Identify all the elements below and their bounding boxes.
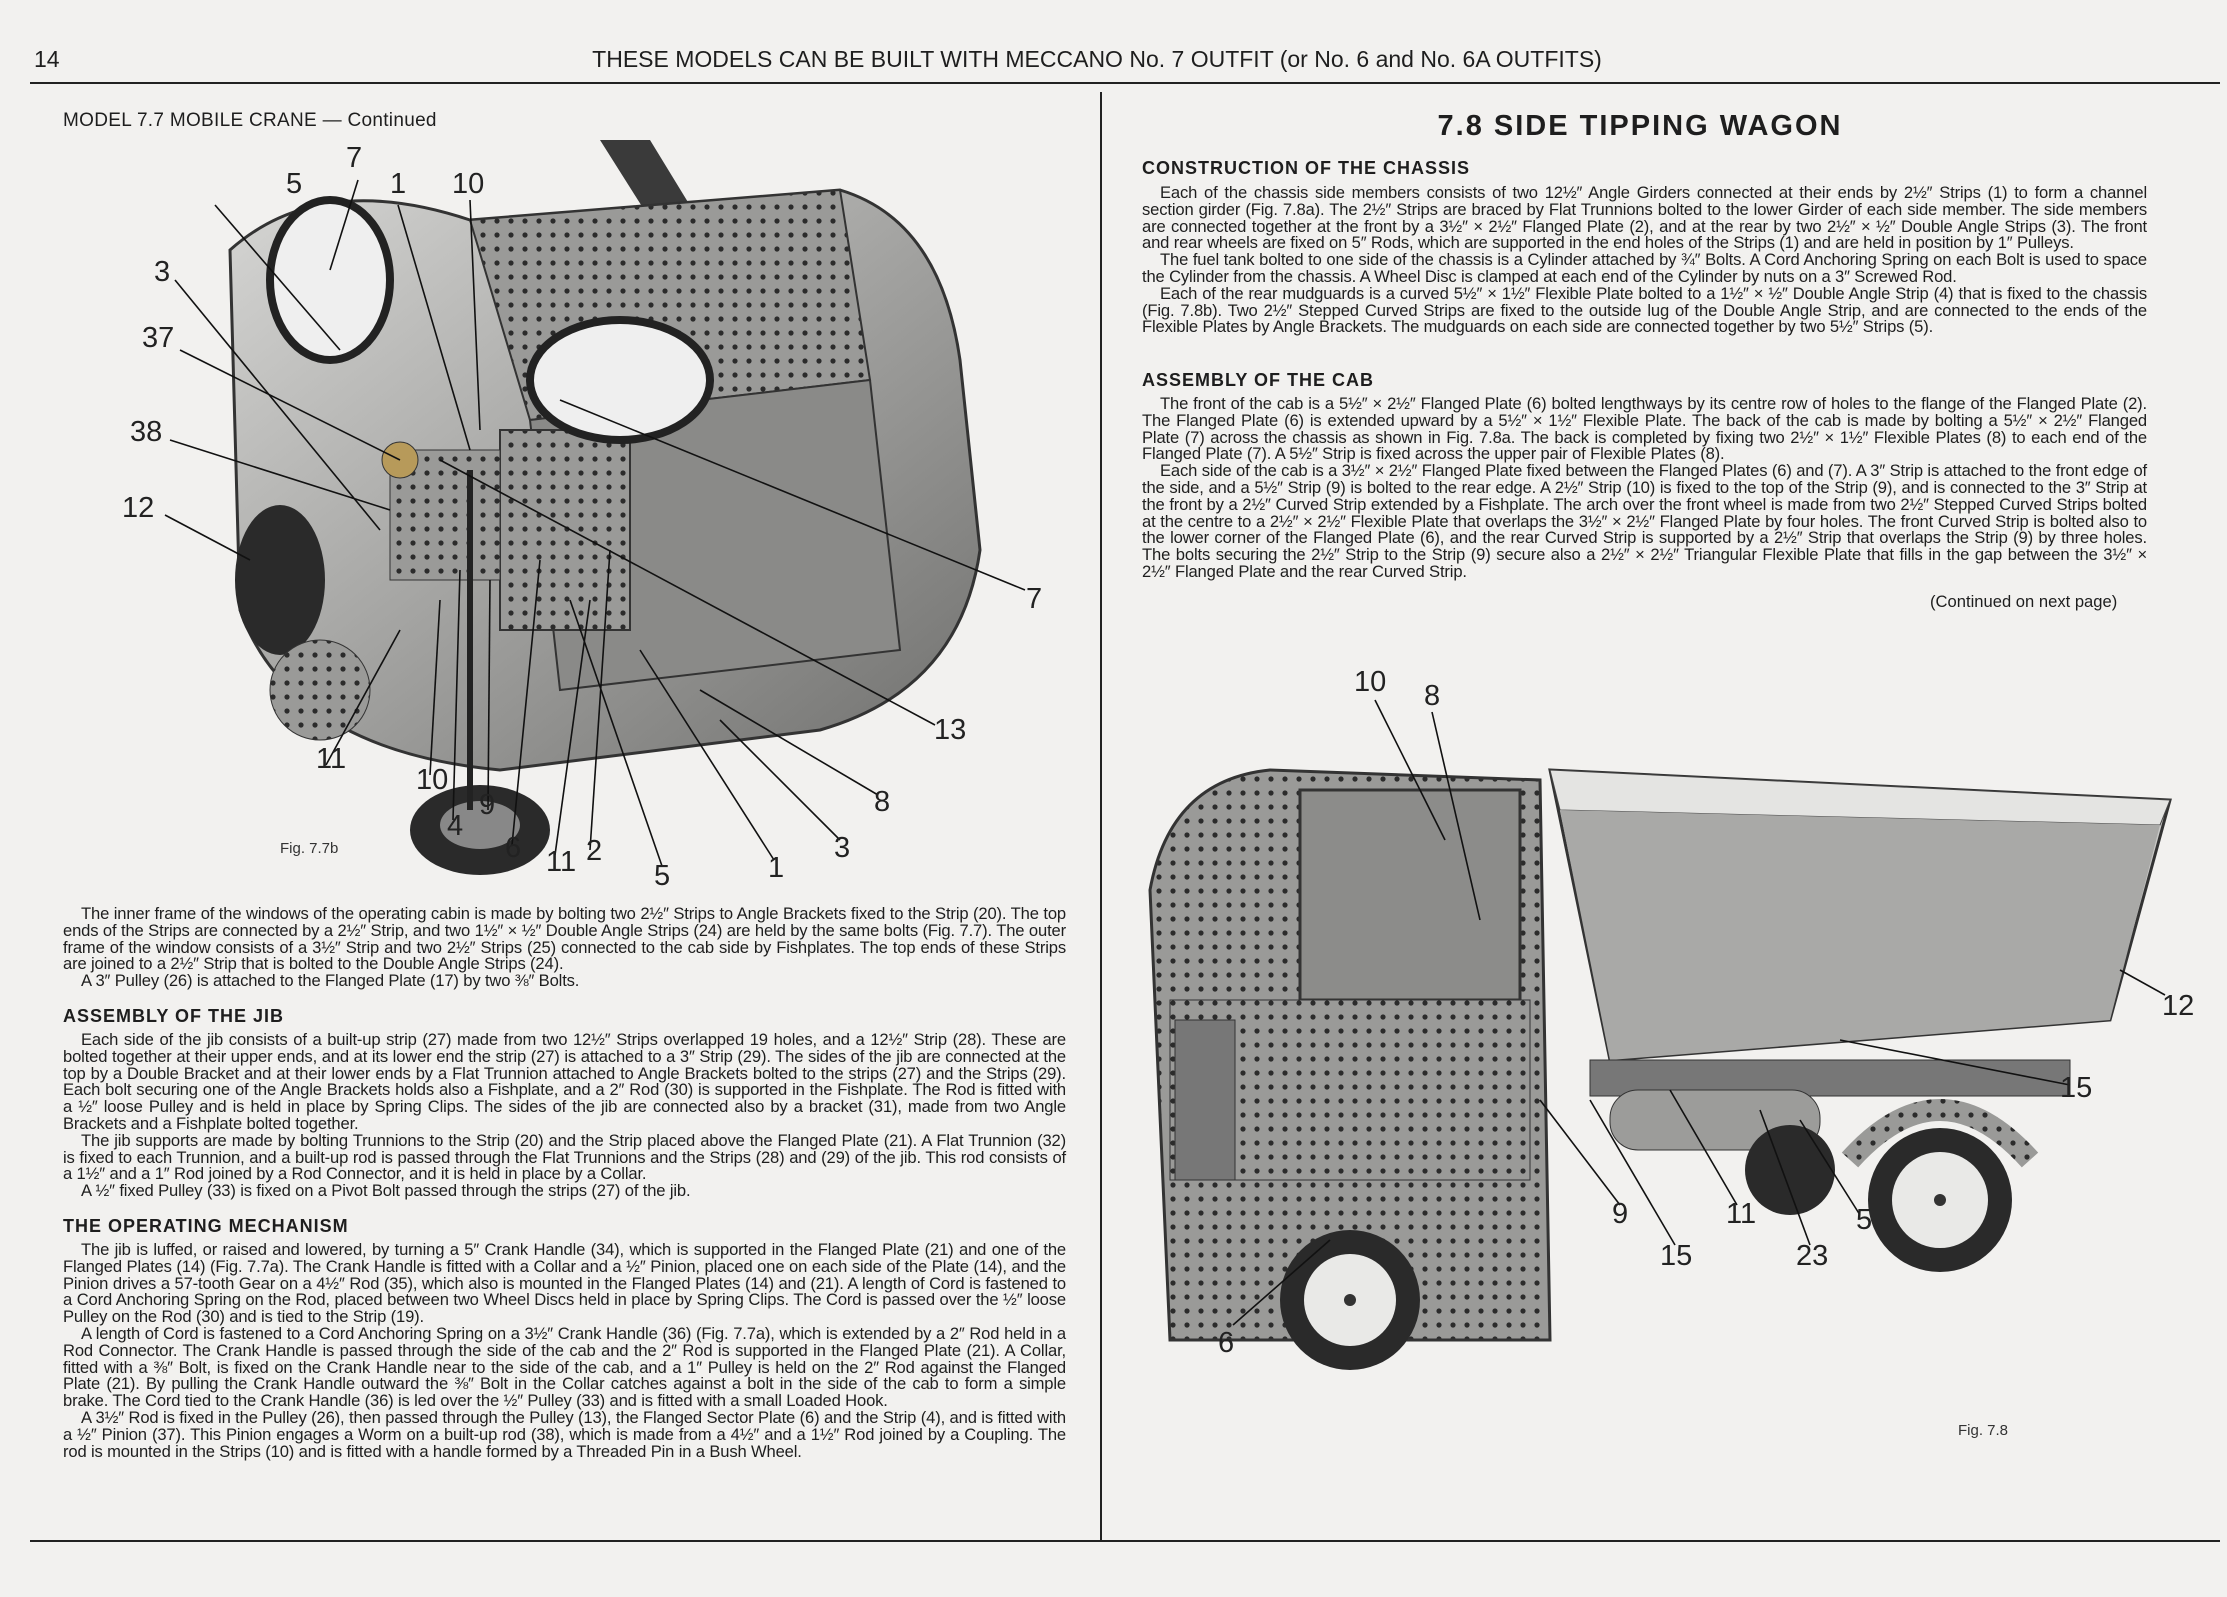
callout-label: 10: [416, 764, 449, 796]
figure-caption: Fig. 7.7b: [280, 840, 339, 857]
callout-label: 3: [834, 832, 851, 864]
callout-label: 15: [2060, 1072, 2093, 1104]
paragraph: The jib is luffed, or raised and lowered…: [63, 1240, 1066, 1327]
header-rule: [30, 82, 2220, 84]
jib-text: Each side of the jib consists of a built…: [63, 1030, 1066, 1201]
paragraph: A 3″ Pulley (26) is attached to the Flan…: [81, 971, 580, 991]
tipping-wagon-illustration: [1148, 699, 2172, 1370]
callout-label: 5: [1856, 1204, 1873, 1236]
callout-label: 23: [1796, 1240, 1829, 1272]
callout-label: 11: [1726, 1198, 1757, 1230]
callout-label: 37: [142, 322, 175, 354]
paragraph: The front of the cab is a 5½″ × 2½″ Flan…: [1142, 394, 2147, 464]
callout-label: 11: [546, 846, 577, 878]
paragraph: Each of the rear mudguards is a curved 5…: [1142, 283, 2147, 337]
paragraph: The fuel tank bolted to one side of the …: [1142, 250, 2147, 286]
figure-caption: Fig. 7.8: [1958, 1422, 2009, 1439]
callout-label: 38: [130, 416, 163, 448]
section-heading-chassis: CONSTRUCTION OF THE CHASSIS: [1142, 158, 1471, 178]
callout-label: 7: [346, 142, 363, 174]
callout-label: 9: [479, 789, 496, 821]
callout-label: 11: [316, 743, 347, 775]
callout-label: 10: [452, 168, 485, 200]
callout-label: 9: [1612, 1198, 1629, 1230]
callout-label: 5: [654, 860, 671, 892]
callout-label: 12: [2162, 990, 2195, 1022]
callout-label: 4: [447, 810, 464, 842]
callout-label: 5: [286, 168, 303, 200]
callout-label: 8: [874, 786, 891, 818]
section-heading-jib: ASSEMBLY OF THE JIB: [63, 1006, 285, 1026]
paragraph: A length of Cord is fastened to a Cord A…: [63, 1323, 1066, 1411]
section-heading-mechanism: THE OPERATING MECHANISM: [63, 1216, 349, 1236]
crane-illustration: [164, 140, 1026, 875]
paragraph: Each of the chassis side members consist…: [1142, 183, 2147, 253]
footer-rule: [30, 1540, 2220, 1542]
callout-label: 1: [390, 168, 407, 200]
model-title: 7.8 SIDE TIPPING WAGON: [1437, 110, 1843, 142]
callout-label: 1: [768, 852, 785, 884]
callout-label: 2: [586, 835, 603, 867]
callout-label: 10: [1354, 666, 1387, 698]
chassis-text: Each of the chassis side members consist…: [1142, 183, 2147, 337]
cab-text: The front of the cab is a 5½″ × 2½″ Flan…: [1142, 394, 2147, 581]
paragraph: Each side of the cab is a 3½″ × 2½″ Flan…: [1142, 461, 2147, 581]
running-title: THESE MODELS CAN BE BUILT WITH MECCANO N…: [592, 46, 1602, 72]
continued-note: (Continued on next page): [1930, 592, 2118, 611]
column-divider: [1100, 92, 1102, 1542]
callout-label: 3: [154, 256, 171, 288]
paragraph: A ½″ fixed Pulley (33) is fixed on a Piv…: [81, 1181, 691, 1201]
callout-label: 13: [934, 714, 967, 746]
callout-label: 12: [122, 492, 155, 524]
callout-label: 7: [1026, 583, 1043, 615]
callout-label: 15: [1660, 1240, 1693, 1272]
callout-label: 8: [1424, 680, 1441, 712]
intro-text: The inner frame of the windows of the op…: [63, 904, 1066, 991]
model-subtitle: MODEL 7.7 MOBILE CRANE — Continued: [63, 110, 437, 131]
callout-label: 6: [1218, 1327, 1235, 1359]
callout-label: 6: [505, 832, 522, 864]
paragraph: The inner frame of the windows of the op…: [63, 904, 1066, 974]
page-number: 14: [34, 46, 60, 72]
paragraph: A 3½″ Rod is fixed in the Pulley (26), t…: [63, 1407, 1066, 1461]
section-heading-cab: ASSEMBLY OF THE CAB: [1142, 370, 1375, 390]
paragraph: Each side of the jib consists of a built…: [63, 1030, 1066, 1133]
mechanism-text: The jib is luffed, or raised and lowered…: [63, 1240, 1066, 1461]
paragraph: The jib supports are made by bolting Tru…: [63, 1130, 1066, 1184]
